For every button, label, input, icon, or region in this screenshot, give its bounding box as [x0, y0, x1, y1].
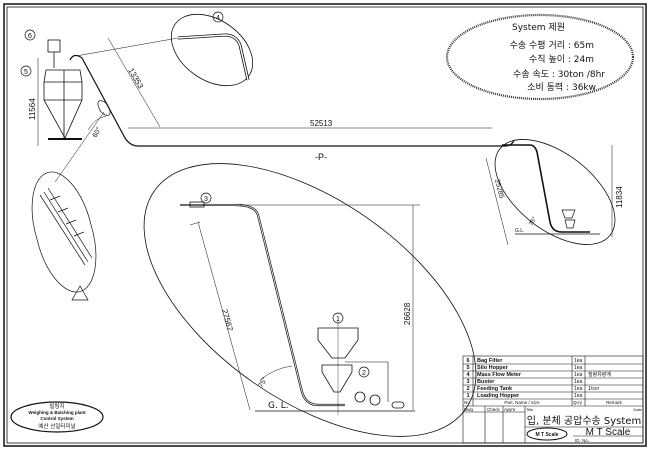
dim-silo-height: 11564 [28, 98, 37, 120]
dim-incline: 13353 [126, 67, 145, 91]
scale-label: Scale [633, 408, 642, 412]
title-block [462, 355, 644, 444]
elbow-detail [170, 13, 254, 87]
svg-text:Silo Hopper: Silo Hopper [477, 365, 509, 371]
parts-row: 4 Mass Flow Meter 1ea 질량유량계 [466, 371, 611, 378]
svg-text:6: 6 [28, 33, 32, 40]
dim-horizontal: 52513 [310, 119, 333, 128]
flow-meter-callout [97, 100, 111, 116]
receiving-end-detail [485, 139, 616, 246]
drawing-border [3, 3, 647, 447]
svg-text:6: 6 [466, 358, 469, 364]
svg-text:1ea: 1ea [574, 365, 583, 371]
svg-text:질량유량계: 질량유량계 [588, 371, 611, 378]
header-remark: Remark [606, 400, 623, 405]
svg-text:빌링지: 빌링지 [49, 402, 64, 410]
svg-text:5: 5 [466, 365, 469, 371]
svg-text:5: 5 [24, 69, 28, 76]
svg-text:2: 2 [466, 386, 469, 392]
right-ground-level: G.L. [515, 228, 524, 234]
marker-3: 3 [200, 192, 212, 204]
ground-level-label: G. L. [268, 401, 289, 411]
dim-detail-incline: 27567 [220, 308, 235, 332]
parts-row: 2 Feeding Tank 1ea 1ton [466, 386, 599, 392]
parts-row: 1 Loading Hopper 1ea [466, 393, 582, 399]
parts-list: 6 Bag Filter 1ea 5 Silo Hopper 1ea 4 Mass Flo… [464, 358, 642, 443]
dwg-label: Dwg [464, 407, 473, 412]
svg-text:4: 4 [216, 15, 220, 22]
company-name: M T Scale [586, 427, 631, 438]
svg-text:Bag Filter: Bag Filter [477, 358, 503, 364]
company-logo: M T Scale [535, 432, 558, 438]
svg-text:1ea: 1ea [574, 379, 583, 385]
spec-title: System 제원 [512, 22, 565, 33]
svg-text:Feeding Tank: Feeding Tank [477, 386, 513, 392]
header-part: Part. Name / Size [504, 400, 540, 405]
approve-label: App'e [504, 407, 516, 412]
parts-row: 5 Silo Hopper 1ea [466, 365, 582, 371]
parts-row: 3 Buster 1ea [466, 379, 582, 385]
id-label: ID. No. [575, 438, 589, 443]
header-qty: Qu'y [573, 400, 583, 405]
svg-text:4: 4 [466, 372, 470, 378]
silo-hopper [43, 39, 83, 140]
dim-angle: 60° [91, 126, 103, 139]
drawing-title: 입, 분체 공압수송 System [527, 414, 641, 427]
spec-line: 소비 동력 : 36kw [527, 81, 596, 93]
svg-text:1ea: 1ea [574, 393, 583, 399]
svg-text:1: 1 [336, 316, 340, 323]
feeding-system-detail [143, 163, 477, 437]
marker-6: 6 [24, 29, 36, 41]
system-spec-callout: System 제원 수송 수평 거리 : 65m 수직 높이 : 24m 수송 … [445, 13, 635, 101]
svg-text:Buster: Buster [477, 379, 495, 385]
svg-text:1ton: 1ton [588, 386, 599, 392]
dim-detail-height: 26628 [403, 302, 412, 325]
marker-1: 1 [332, 312, 344, 324]
spec-line: 수송 수평 거리 : 65m [510, 40, 594, 51]
marker-5: 5 [20, 65, 32, 77]
pipe-label: -P- [315, 152, 327, 162]
check-label: Check [487, 407, 501, 412]
svg-text:Control System: Control System [40, 416, 73, 421]
spec-line: 수직 높이 : 24m [529, 54, 594, 65]
marker-4: 4 [212, 11, 224, 23]
svg-text:3: 3 [204, 196, 208, 203]
svg-text:Loading Hopper: Loading Hopper [477, 393, 520, 399]
svg-text:3: 3 [466, 379, 469, 385]
svg-text:Weighing & Batching plant: Weighing & Batching plant [28, 410, 86, 415]
support-truss-detail [31, 171, 97, 301]
dim-right-height: 11834 [615, 186, 624, 208]
parts-row: 6 Bag Filter 1ea [466, 358, 582, 364]
dim-right-angle: 75° [529, 216, 539, 227]
spec-line: 수송 속도 : 30ton /8hr [513, 69, 605, 80]
drawing-inner-border [6, 6, 644, 444]
svg-text:Mass Flow Meter: Mass Flow Meter [477, 372, 522, 378]
svg-text:2: 2 [362, 370, 366, 377]
dim-detail-angle: 75° [257, 376, 269, 389]
header-no: No. [464, 400, 471, 405]
dim-right-incline: 25285 [493, 179, 505, 200]
title-label: Title [526, 407, 534, 412]
svg-text:1ea: 1ea [574, 372, 583, 378]
svg-text:예산 선일터미널: 예산 선일터미널 [38, 422, 75, 430]
svg-text:1: 1 [466, 393, 469, 399]
svg-text:1ea: 1ea [574, 358, 583, 364]
company-stamp: 빌링지 Weighing & Batching plant Control Sy… [10, 401, 104, 433]
marker-2: 2 [358, 366, 370, 378]
svg-text:1ea: 1ea [574, 386, 583, 392]
